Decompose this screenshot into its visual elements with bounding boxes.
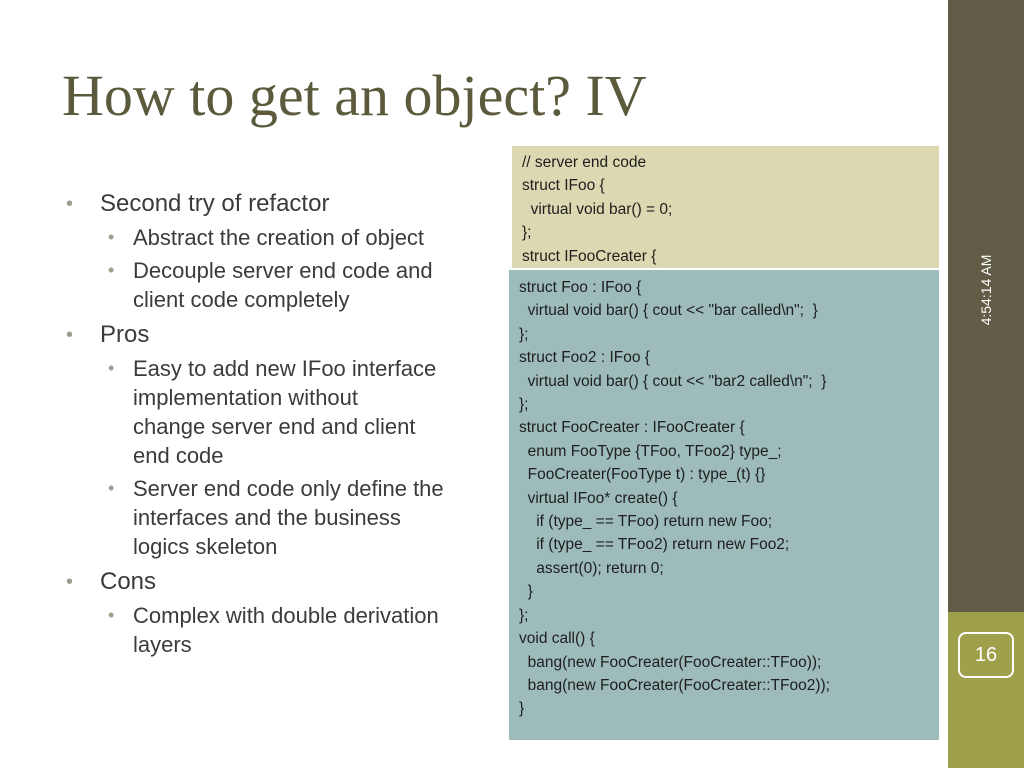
sub-bullet-easy-to-add: • Easy to add new IFoo interface impleme… bbox=[108, 354, 496, 470]
bullet-text: Pros bbox=[100, 321, 150, 348]
page-number: 16 bbox=[958, 632, 1014, 678]
sub-bullet-text: Server end code only define the interfac… bbox=[133, 476, 444, 559]
sub-bullet-text: Abstract the creation of object bbox=[133, 225, 425, 250]
bullet-dot-icon: • bbox=[108, 260, 115, 280]
bullet-dot-icon: • bbox=[108, 605, 115, 625]
bullet-text: Second try of refactor bbox=[100, 190, 330, 217]
bullet-pros: • Pros bbox=[66, 320, 496, 350]
sub-bullet-decouple: • Decouple server end code and client co… bbox=[108, 256, 496, 314]
bullet-dot-icon: • bbox=[108, 227, 115, 247]
client-code-block: struct Foo : IFoo { virtual void bar() {… bbox=[509, 270, 939, 740]
server-code-block: // server end code struct IFoo { virtual… bbox=[512, 146, 939, 268]
slide-title: How to get an object? IV bbox=[62, 63, 647, 128]
bullet-second-try: • Second try of refactor bbox=[66, 189, 496, 219]
sub-bullet-text: Decouple server end code and client code… bbox=[133, 258, 433, 312]
sub-bullet-text: Easy to add new IFoo interface implement… bbox=[133, 356, 437, 468]
bullet-dot-icon: • bbox=[66, 193, 74, 215]
sub-bullet-server-end: • Server end code only define the interf… bbox=[108, 474, 496, 561]
slide-timestamp: 4:54:14 AM bbox=[978, 254, 994, 326]
bullet-dot-icon: • bbox=[108, 358, 115, 378]
sub-bullet-text: Complex with double derivation layers bbox=[133, 603, 439, 657]
bullet-dot-icon: • bbox=[108, 478, 115, 498]
bullet-text: Cons bbox=[100, 568, 157, 595]
sub-bullet-abstract: • Abstract the creation of object bbox=[108, 223, 496, 252]
bullet-cons: • Cons bbox=[66, 567, 496, 597]
bullet-list: • Second try of refactor • Abstract the … bbox=[66, 183, 496, 659]
bullet-dot-icon: • bbox=[66, 324, 74, 346]
sub-bullet-complex: • Complex with double derivation layers bbox=[108, 601, 496, 659]
bullet-dot-icon: • bbox=[66, 571, 74, 593]
